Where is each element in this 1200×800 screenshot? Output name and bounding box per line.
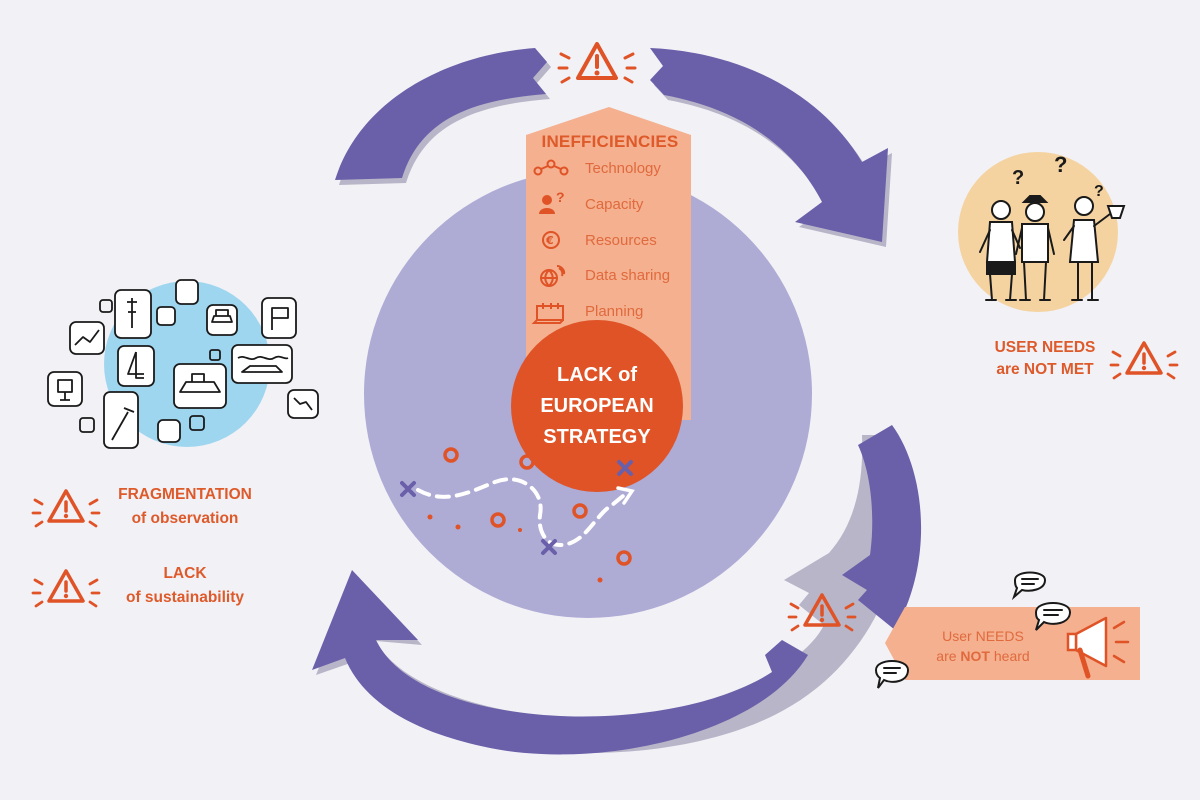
sustainability-line1: LACK (163, 565, 207, 582)
warning-icon (1109, 341, 1179, 380)
arrow-top-right (650, 48, 888, 242)
arrow-bottom (312, 570, 808, 755)
svg-text:?: ? (556, 189, 565, 205)
center-label: LACK of EUROPEAN STRATEGY (518, 360, 676, 453)
center-label-line2: EUROPEAN (540, 395, 654, 417)
inefficiency-item-planning: Planning (585, 303, 644, 320)
center-circle (511, 320, 683, 492)
warning-icon (31, 489, 101, 528)
warning-icon (787, 593, 857, 632)
user-needs-heard-line1: User NEEDS (942, 628, 1024, 644)
svg-text:?: ? (1094, 183, 1104, 200)
inefficiency-item-capacity: Capacity (585, 196, 644, 213)
user-needs-heard-bold: NOT (960, 648, 990, 664)
megaphone-icon (1066, 616, 1130, 679)
dashed-route (416, 477, 630, 548)
center-label-line1: LACK of (557, 364, 637, 386)
question-marks: ? ? ? (1012, 152, 1104, 200)
users-sketch-icon (979, 195, 1126, 301)
route-rings (443, 447, 632, 566)
euro-coin-icon: € (542, 231, 560, 249)
user-needs-heard-pre: are (936, 648, 961, 664)
svg-text:?: ? (1012, 167, 1024, 189)
fragmentation-line1: FRAGMENTATION (118, 486, 252, 503)
sustainability-label: LACK of sustainability (95, 562, 275, 610)
user-needs-met-line1: USER NEEDS (994, 339, 1096, 356)
user-needs-met-line2: are NOT MET (996, 361, 1094, 378)
svg-text:€: € (545, 234, 554, 247)
route-dots (427, 514, 603, 583)
user-needs-met-label: USER NEEDS are NOT MET (975, 337, 1115, 381)
network-icon (533, 159, 569, 176)
center-label-line3: STRATEGY (543, 426, 651, 448)
warning-icon (557, 42, 637, 84)
user-needs-heard-post: heard (989, 648, 1030, 664)
user-needs-heard-banner (885, 607, 1140, 680)
speech-bubble-icons (874, 571, 1072, 689)
sustainability-line2: of sustainability (126, 589, 244, 606)
arrow-top-left (335, 48, 547, 180)
route-cross-marks (400, 460, 633, 555)
fragmentation-line2: of observation (131, 510, 239, 527)
globe-icon (540, 265, 566, 287)
observation-sketch-icons (47, 279, 319, 449)
inefficiency-item-resources: Resources (585, 232, 657, 249)
arrow-right-fragment (842, 425, 922, 630)
inefficiency-item-data-sharing: Data sharing (585, 267, 671, 284)
user-needs-heard-line2: are NOT heard (908, 646, 1058, 666)
warning-icon (31, 569, 101, 608)
user-needs-heard-label: User NEEDS are NOT heard (908, 626, 1058, 666)
inefficiency-item-technology: Technology (585, 160, 661, 177)
inefficiencies-title: INEFFICIENCIES (541, 132, 679, 151)
person-question-icon: ? (539, 189, 565, 214)
svg-text:?: ? (1054, 152, 1067, 177)
calendar-icon (531, 303, 564, 324)
fragmentation-label: FRAGMENTATION of observation (95, 483, 275, 531)
dashed-route-arrowhead (616, 486, 635, 505)
